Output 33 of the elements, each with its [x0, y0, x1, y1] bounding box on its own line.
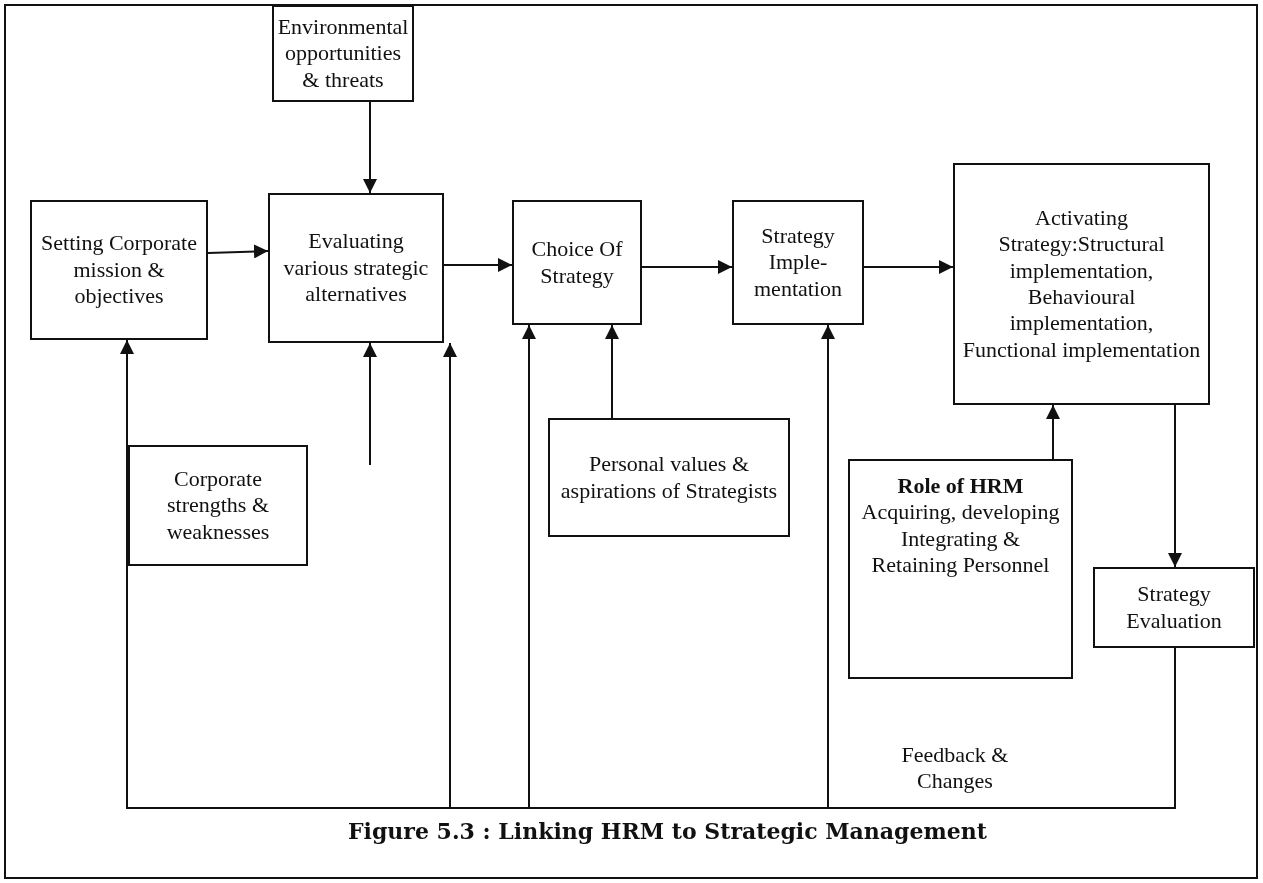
box-text: Setting Corporate mission & objectives: [40, 230, 198, 310]
box-text: Strategy Evaluation: [1125, 581, 1223, 634]
box-text: Acquiring, developing Integrating & Retaining Personnel: [860, 499, 1061, 579]
arrow: [1168, 404, 1182, 568]
arrow: [863, 260, 954, 274]
process-box: [548, 418, 790, 537]
process-box: [1093, 567, 1255, 648]
box-text: Evaluating various strategic alternatives: [282, 228, 430, 308]
box-text: Corporate strengths & weaknesses: [165, 465, 271, 546]
arrow: [363, 101, 377, 194]
arrow: [363, 342, 377, 466]
box-text: Activating Strategy:Structural implementation, Behavioural implementation, Functional implementation: [961, 204, 1202, 364]
arrow: [207, 244, 269, 259]
arrow: [605, 324, 619, 419]
process-box: [953, 163, 1210, 405]
process-box: [128, 445, 308, 566]
note-text: Feedback & Changes: [900, 742, 1010, 795]
arrow: [641, 260, 733, 274]
box-text: Environmental opportunities & threats: [277, 13, 409, 94]
box-text: Personal values & aspirations of Strategists: [559, 451, 779, 504]
process-box: [848, 459, 1073, 679]
process-box: [30, 200, 208, 340]
process-box: [272, 5, 414, 102]
process-box: [732, 200, 864, 325]
box-text: Choice Of Strategy: [530, 236, 624, 289]
process-box: [512, 200, 642, 325]
box-text: Strategy Imple- mentation: [753, 222, 843, 303]
box-heading: Role of HRM: [897, 473, 1024, 500]
arrow: [443, 258, 513, 272]
process-box: [268, 193, 444, 343]
arrow: [1046, 404, 1060, 460]
figure-caption: Figure 5.3 : Linking HRM to Strategic Management: [348, 818, 987, 844]
arrow: [821, 324, 1176, 809]
